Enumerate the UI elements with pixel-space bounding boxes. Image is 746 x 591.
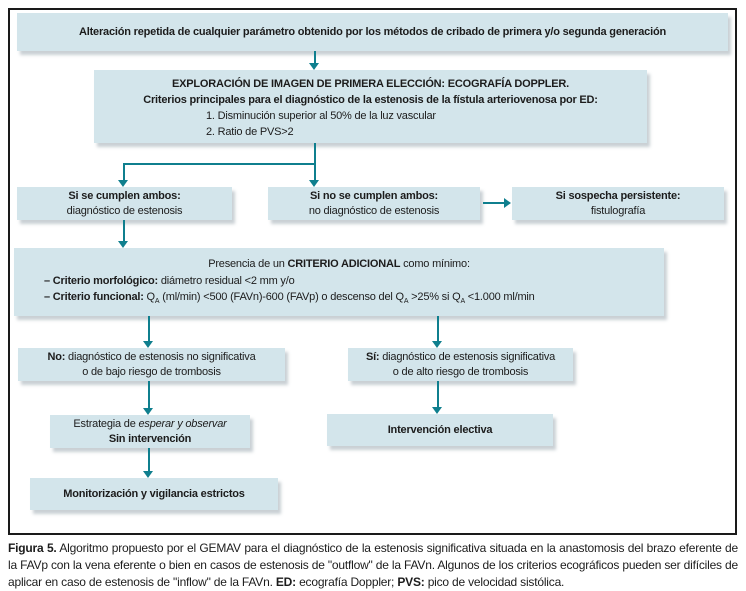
node-not-met: Si no se cumplen ambos: no diagnóstico d…	[268, 187, 480, 220]
arrow-banner-to-doppler	[314, 51, 316, 64]
node-persistent-suspicion: Si sospecha persistente: fistulografía	[512, 187, 724, 220]
monitoring-text: Monitorización y vigilancia estrictos	[63, 487, 245, 500]
node-doppler-exam: EXPLORACIÓN DE IMAGEN DE PRIMERA ELECCIÓ…	[94, 70, 647, 143]
banner-text: Alteración repetida de cualquier parámet…	[78, 25, 666, 38]
arrowhead-not-met-to-suspicion	[504, 198, 511, 208]
arrow-not-met-to-suspicion	[483, 202, 504, 204]
criteria-morphologic: – Criterio morfológico: diámetro residua…	[44, 274, 295, 287]
arrowhead-strategy-to-monitoring	[143, 471, 153, 478]
suspicion-title: Si sospecha persistente:	[555, 189, 681, 202]
wait-watch-line1: Estrategia de esperar y observar	[73, 417, 227, 430]
criteria-functional: – Criterio funcional: QA (ml/min) <500 (…	[44, 291, 535, 306]
not-met-subtitle: no diagnóstico de estenosis	[308, 204, 440, 217]
arrowhead-to-both-met	[118, 180, 128, 187]
suspicion-subtitle: fistulografía	[590, 204, 646, 217]
arrowhead-si-to-intervention	[432, 407, 442, 414]
arrow-no-to-strategy	[148, 381, 150, 408]
significant-line2: o de alto riesgo de trombosis	[392, 365, 529, 378]
arrowhead-banner-to-doppler	[309, 63, 319, 70]
node-no-significant: No: diagnóstico de estenosis no signific…	[18, 348, 285, 381]
caption-label: Figura 5.	[8, 541, 57, 555]
node-additional-criteria: Presencia de un CRITERIO ADICIONAL como …	[14, 248, 664, 316]
node-wait-and-watch: Estrategia de esperar y observar Sin int…	[50, 415, 250, 448]
both-met-title: Si se cumplen ambos:	[68, 189, 181, 202]
no-significant-line1: No: diagnóstico de estenosis no signific…	[47, 350, 256, 363]
arrow-strategy-to-monitoring	[148, 448, 150, 471]
arrow-to-both-met	[123, 163, 125, 180]
arrowhead-both-met-to-criteria	[118, 241, 128, 248]
arrowhead-to-not-met	[309, 180, 319, 187]
node-banner: Alteración repetida de cualquier parámet…	[17, 13, 728, 51]
arrowhead-criteria-to-si	[432, 341, 442, 348]
line-doppler-stem	[314, 143, 316, 165]
wait-watch-line2: Sin intervención	[108, 432, 192, 445]
node-significant: Sí: diagnóstico de estenosis significati…	[348, 348, 573, 381]
elective-intervention-text: Intervención electiva	[387, 423, 493, 436]
line-doppler-branch	[123, 163, 316, 165]
arrow-criteria-to-si	[437, 316, 439, 341]
arrow-si-to-intervention	[437, 381, 439, 407]
both-met-subtitle: diagnóstico de estenosis	[66, 204, 183, 217]
caption-ed-label: ED:	[275, 575, 296, 590]
node-elective-intervention: Intervención electiva	[327, 414, 553, 446]
node-both-met: Si se cumplen ambos: diagnóstico de este…	[17, 187, 232, 220]
doppler-criterion-1: 1. Disminución superior al 50% de la luz…	[206, 110, 436, 122]
arrowhead-no-to-strategy	[143, 408, 153, 415]
doppler-criterion-2: 2. Ratio de PVS>2	[206, 126, 294, 138]
arrow-to-not-met	[314, 163, 316, 180]
doppler-title: EXPLORACIÓN DE IMAGEN DE PRIMERA ELECCIÓ…	[171, 78, 570, 90]
no-significant-line2: o de bajo riesgo de trombosis	[82, 365, 221, 378]
arrow-both-met-to-criteria	[123, 220, 125, 241]
not-met-title: Si no se cumplen ambos:	[309, 189, 439, 202]
doppler-subtitle: Criterios principales para el diagnóstic…	[143, 94, 598, 106]
caption-pvs-label: PVS:	[397, 575, 425, 590]
criteria-heading: Presencia de un CRITERIO ADICIONAL como …	[208, 258, 470, 270]
node-monitoring: Monitorización y vigilancia estrictos	[30, 478, 278, 510]
arrowhead-criteria-to-no	[143, 341, 153, 348]
figure-caption: Figura 5. Algoritmo propuesto por el GEM…	[8, 541, 738, 590]
significant-line1: Sí: diagnóstico de estenosis significati…	[365, 350, 556, 363]
arrow-criteria-to-no	[148, 316, 150, 341]
